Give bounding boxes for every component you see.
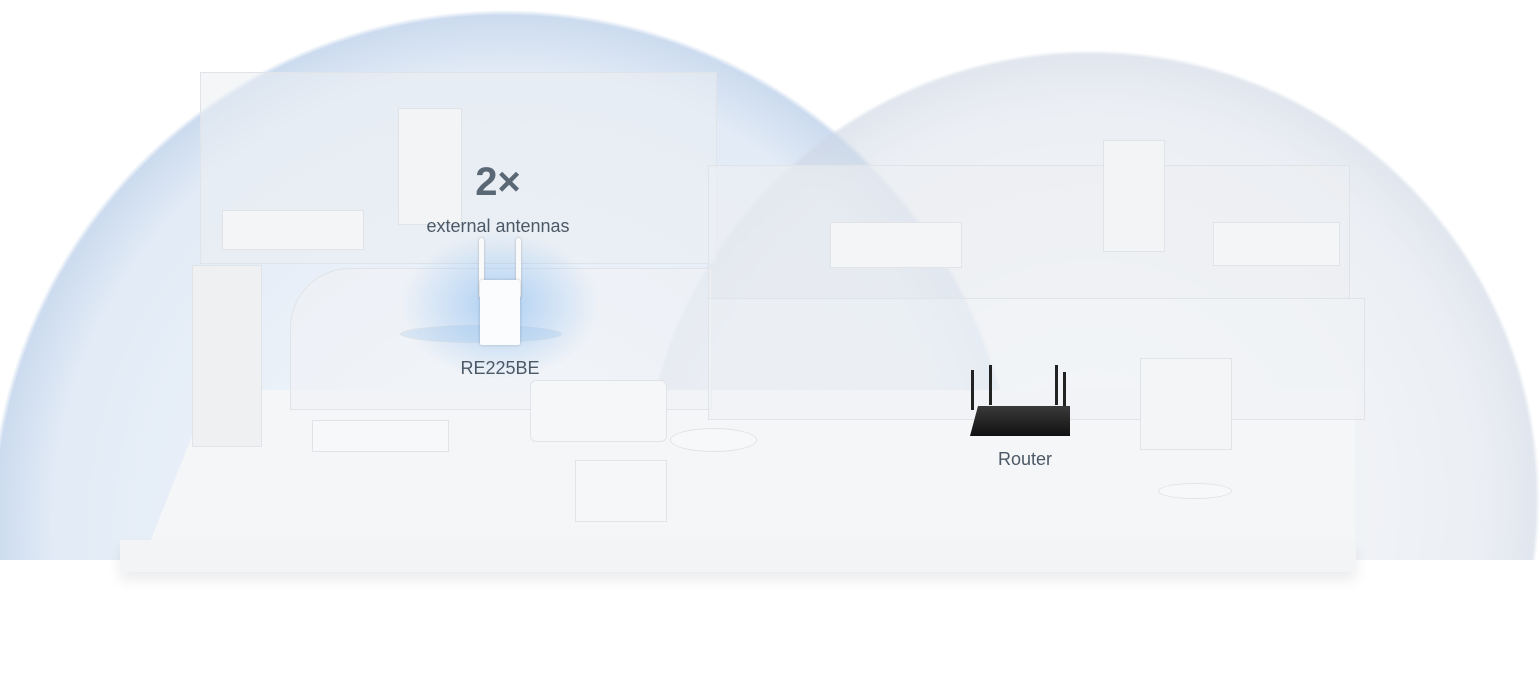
router-antenna — [989, 365, 992, 405]
dining-table — [312, 420, 449, 452]
bed-right — [1213, 222, 1340, 266]
router-body — [970, 406, 1070, 436]
extender-body — [480, 280, 520, 345]
antenna-left — [479, 238, 484, 298]
router-antenna — [971, 370, 974, 410]
sofa — [530, 380, 667, 442]
dresser — [1140, 358, 1232, 450]
bed-middle — [830, 222, 962, 268]
coffee-table — [670, 428, 757, 452]
router-label: Router — [997, 449, 1053, 469]
floor-slab — [120, 540, 1356, 572]
antenna-right — [516, 238, 521, 298]
router-antenna — [1063, 372, 1066, 410]
router-antenna — [1055, 365, 1058, 405]
antenna-count: 2× — [475, 160, 521, 204]
armchair — [575, 460, 667, 522]
bed-left — [222, 210, 364, 250]
wardrobe — [398, 108, 462, 225]
extender-label: RE225BE — [460, 358, 540, 378]
left-staircase — [192, 265, 262, 447]
right-lower-wall — [708, 298, 1365, 420]
wardrobe-right — [1103, 140, 1165, 252]
antenna-description: external antennas — [426, 216, 570, 236]
side-table — [1158, 483, 1232, 499]
